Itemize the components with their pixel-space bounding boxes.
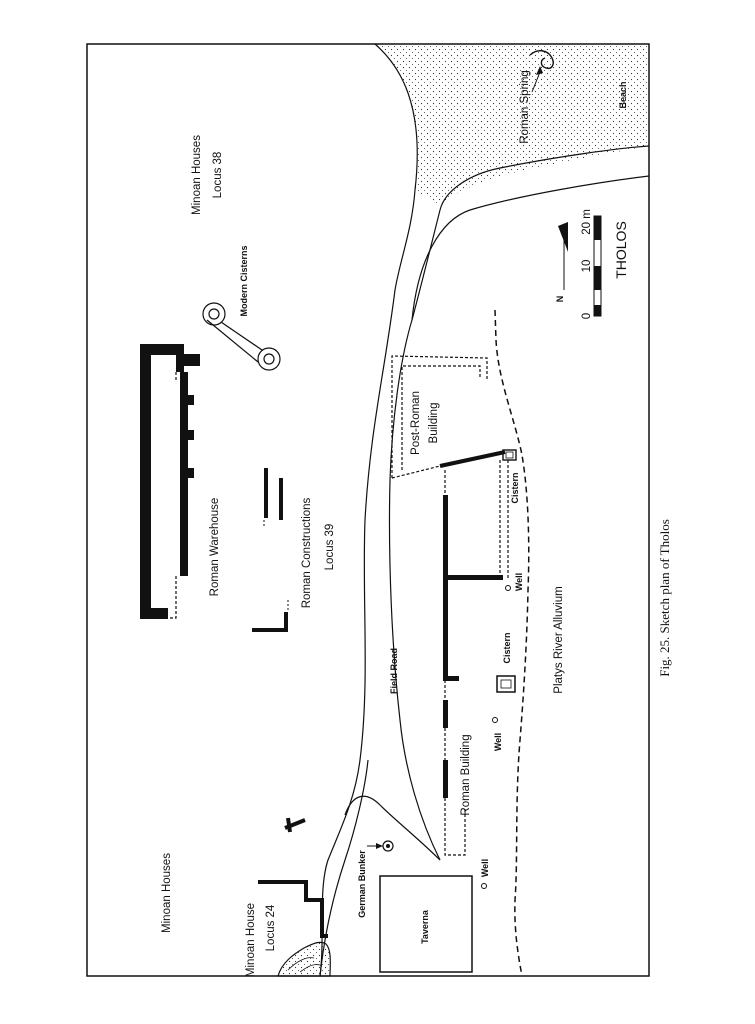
- minoan-houses-label: Minoan Houses: [161, 853, 173, 933]
- roman-constructions-label-2: Locus 39: [324, 524, 336, 571]
- beach-area: [375, 44, 649, 205]
- well-label-2: Well: [493, 733, 503, 751]
- cistern-upper: [502, 449, 517, 461]
- scale-label-10: 10: [581, 260, 593, 273]
- roman-building-walls: [443, 495, 503, 798]
- taverna-label: Taverna: [420, 909, 430, 944]
- modern-cisterns-label: Modern Cisterns: [239, 245, 249, 316]
- field-road-label: Field Road: [389, 648, 399, 694]
- minoan-house-label-1: Minoan House: [245, 903, 257, 977]
- scale-bar: [593, 215, 602, 317]
- well-marker-1: [505, 585, 511, 591]
- roman-warehouse-label: Roman Warehouse: [209, 498, 221, 597]
- roman-building-label: Roman Building: [460, 734, 472, 815]
- post-roman-building: [391, 355, 488, 479]
- alluvium-boundary: [494, 309, 530, 977]
- taverna-building: [379, 875, 473, 973]
- roman-warehouse-walls: [140, 344, 200, 619]
- warehouse-dashed: [168, 372, 177, 619]
- cistern-label-1: Cistern: [510, 472, 520, 503]
- shoreline: [319, 43, 418, 977]
- minoan-houses-locus38-label-1: Minoan Houses: [191, 135, 203, 215]
- well-label-3: Well: [480, 859, 490, 877]
- roman-building-dashed: [444, 460, 509, 856]
- cistern-lower: [496, 675, 516, 693]
- minoan-house-walls: [258, 880, 328, 938]
- figure-caption-text: Fig. 25. Sketch plan of Tholos: [657, 519, 672, 677]
- scale-label-0: 0: [581, 313, 593, 319]
- roman-spring: [529, 50, 554, 70]
- field-road-line: [411, 175, 650, 321]
- cistern-label-2: Cistern: [502, 632, 512, 663]
- map-frame: [86, 43, 650, 977]
- tholos-label: THOLOS: [613, 221, 629, 279]
- post-roman-label-2: Building: [428, 403, 440, 444]
- rock-outcrop: [277, 941, 331, 977]
- well-label-1: Well: [514, 573, 524, 591]
- riverbank-lower: [388, 145, 650, 861]
- minoan-houses-locus38-label-2: Locus 38: [212, 152, 224, 199]
- roman-construction-walls: [252, 468, 288, 632]
- german-bunker-label: German Bunker: [357, 850, 367, 918]
- roman-constructions-label-1: Roman Constructions: [301, 497, 313, 608]
- minoan-house-label-2: Locus 24: [265, 904, 277, 951]
- roman-spring-label: Roman Spring: [519, 70, 531, 144]
- modern-cisterns: [202, 302, 281, 371]
- post-roman-label-1: Post-Roman: [410, 391, 422, 455]
- scale-label-20: 20 m: [581, 209, 593, 235]
- well-marker-2: [492, 717, 498, 723]
- north-arrow: [558, 222, 568, 290]
- beach-label: Beach: [618, 81, 628, 108]
- well-marker-3: [481, 883, 487, 889]
- north-label: N: [555, 296, 565, 303]
- road-edge-lower: [344, 795, 441, 861]
- platys-river-label: Platys River Alluvium: [553, 586, 565, 693]
